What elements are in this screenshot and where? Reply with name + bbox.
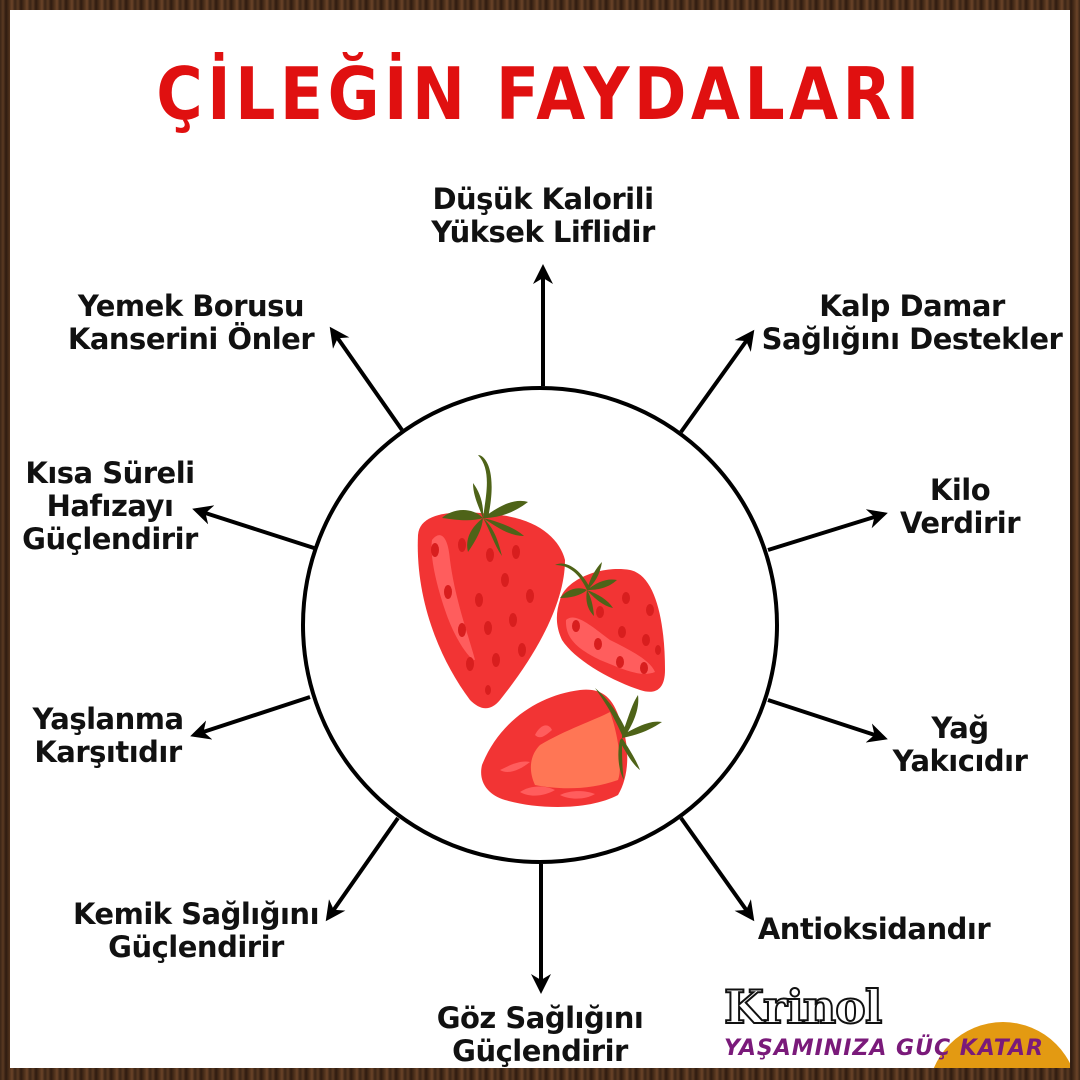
arrow-left-upper (192, 505, 315, 550)
strawberry-icon (481, 688, 662, 807)
arrow-bottom-left (325, 816, 400, 922)
slogan-background-clip (10, 10, 1070, 1068)
arrow-top-right (679, 329, 755, 434)
arrow-bottom-right (679, 816, 755, 922)
arrow-right-upper (767, 509, 888, 552)
brand-slogan: YAŞAMINIZA GÜÇ KATAR (724, 1036, 1044, 1061)
arrow-right-lower (767, 698, 888, 743)
arrow-left-lower (190, 695, 311, 740)
arrow-top-left (329, 326, 404, 432)
benefit-label-antioxidant: Antioksidandır (757, 912, 991, 946)
page-title: ÇİLEĞİN FAYDALARI (156, 52, 924, 136)
strawberry-icon (417, 455, 565, 709)
brand-logo: Krinol (723, 979, 883, 1035)
strawberry-icon (555, 562, 665, 692)
